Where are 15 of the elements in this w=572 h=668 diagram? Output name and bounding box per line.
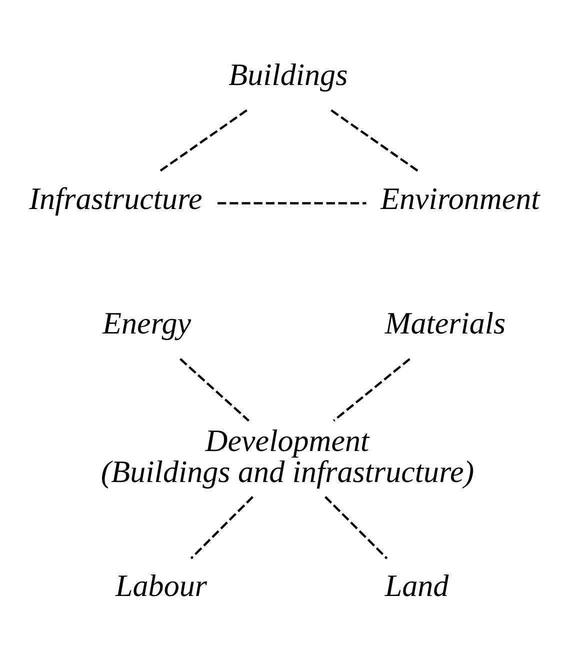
connector — [330, 108, 420, 172]
connector — [158, 108, 248, 172]
node-text: Infrastructure — [29, 180, 202, 216]
node-text: Development (Buildings and infrastructure) — [100, 422, 474, 488]
connector — [218, 202, 366, 204]
node-text: Land — [384, 567, 449, 602]
node-text: Energy — [102, 304, 192, 340]
connector — [190, 496, 254, 559]
node-text: Environment — [380, 180, 540, 216]
connector — [332, 358, 410, 422]
connector — [180, 358, 250, 422]
node-text: Buildings — [228, 56, 348, 92]
connector — [324, 496, 388, 559]
node-text: Labour — [116, 567, 208, 602]
node-text: Materials — [384, 304, 506, 340]
